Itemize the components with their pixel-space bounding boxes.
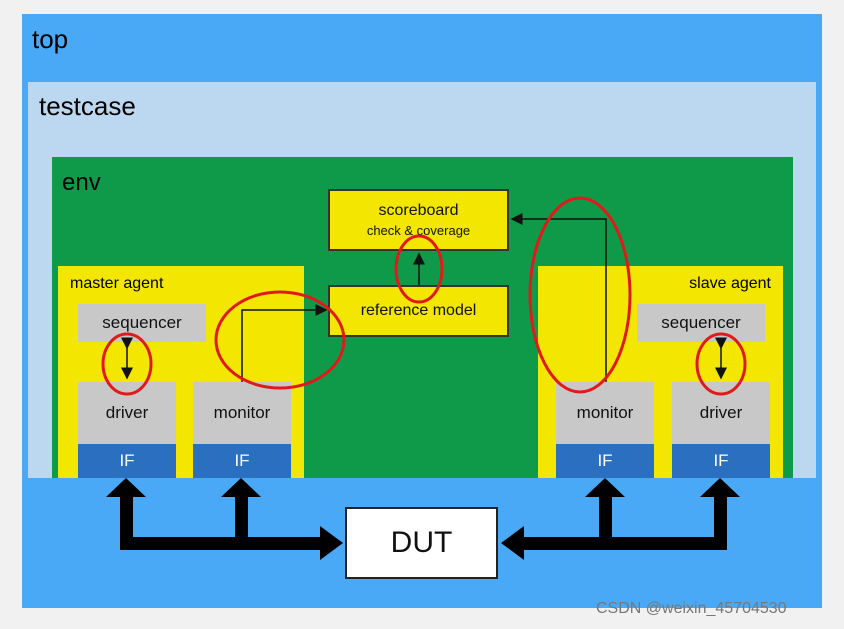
master-driver: driver: [78, 382, 176, 444]
reference-model-label: reference model: [360, 302, 477, 319]
master-monitor-to-refmodel-arrow: [241, 304, 328, 382]
master-monitor-if: IF: [193, 444, 291, 478]
watermark-text: CSDN @weixin_45704530: [596, 600, 787, 617]
highlight-slave-seq-driver: [695, 332, 747, 396]
dut-bus-arrows: [106, 478, 740, 560]
slave-agent-label: slave agent: [689, 275, 771, 292]
master-driver-if: IF: [78, 444, 176, 478]
highlight-slave-monitor-link: [528, 196, 632, 394]
scoreboard-label: scoreboard: [378, 202, 459, 219]
dut-box: DUT: [345, 507, 498, 579]
slave-driver: driver: [672, 382, 770, 444]
slave-monitor-to-scoreboard-arrow: [510, 213, 607, 382]
slave-sequencer: sequencer: [637, 304, 765, 342]
highlight-refmodel-scoreboard: [394, 234, 444, 304]
highlight-master-monitor-link: [214, 290, 346, 390]
scoreboard-box: scoreboard check & coverage: [328, 189, 509, 251]
slave-monitor-if: IF: [556, 444, 654, 478]
testcase-label: testcase: [39, 91, 136, 121]
master-agent-label: master agent: [70, 275, 164, 292]
scoreboard-sublabel: check & coverage: [366, 223, 471, 238]
highlight-master-seq-driver: [101, 332, 153, 396]
env-label: env: [62, 169, 101, 196]
reference-model-box: reference model: [328, 285, 509, 337]
master-sequencer: sequencer: [78, 304, 206, 342]
highlight-ellipses: [101, 196, 747, 396]
master-monitor: monitor: [193, 382, 291, 444]
slave-driver-if: IF: [672, 444, 770, 478]
top-label: top: [32, 24, 69, 54]
